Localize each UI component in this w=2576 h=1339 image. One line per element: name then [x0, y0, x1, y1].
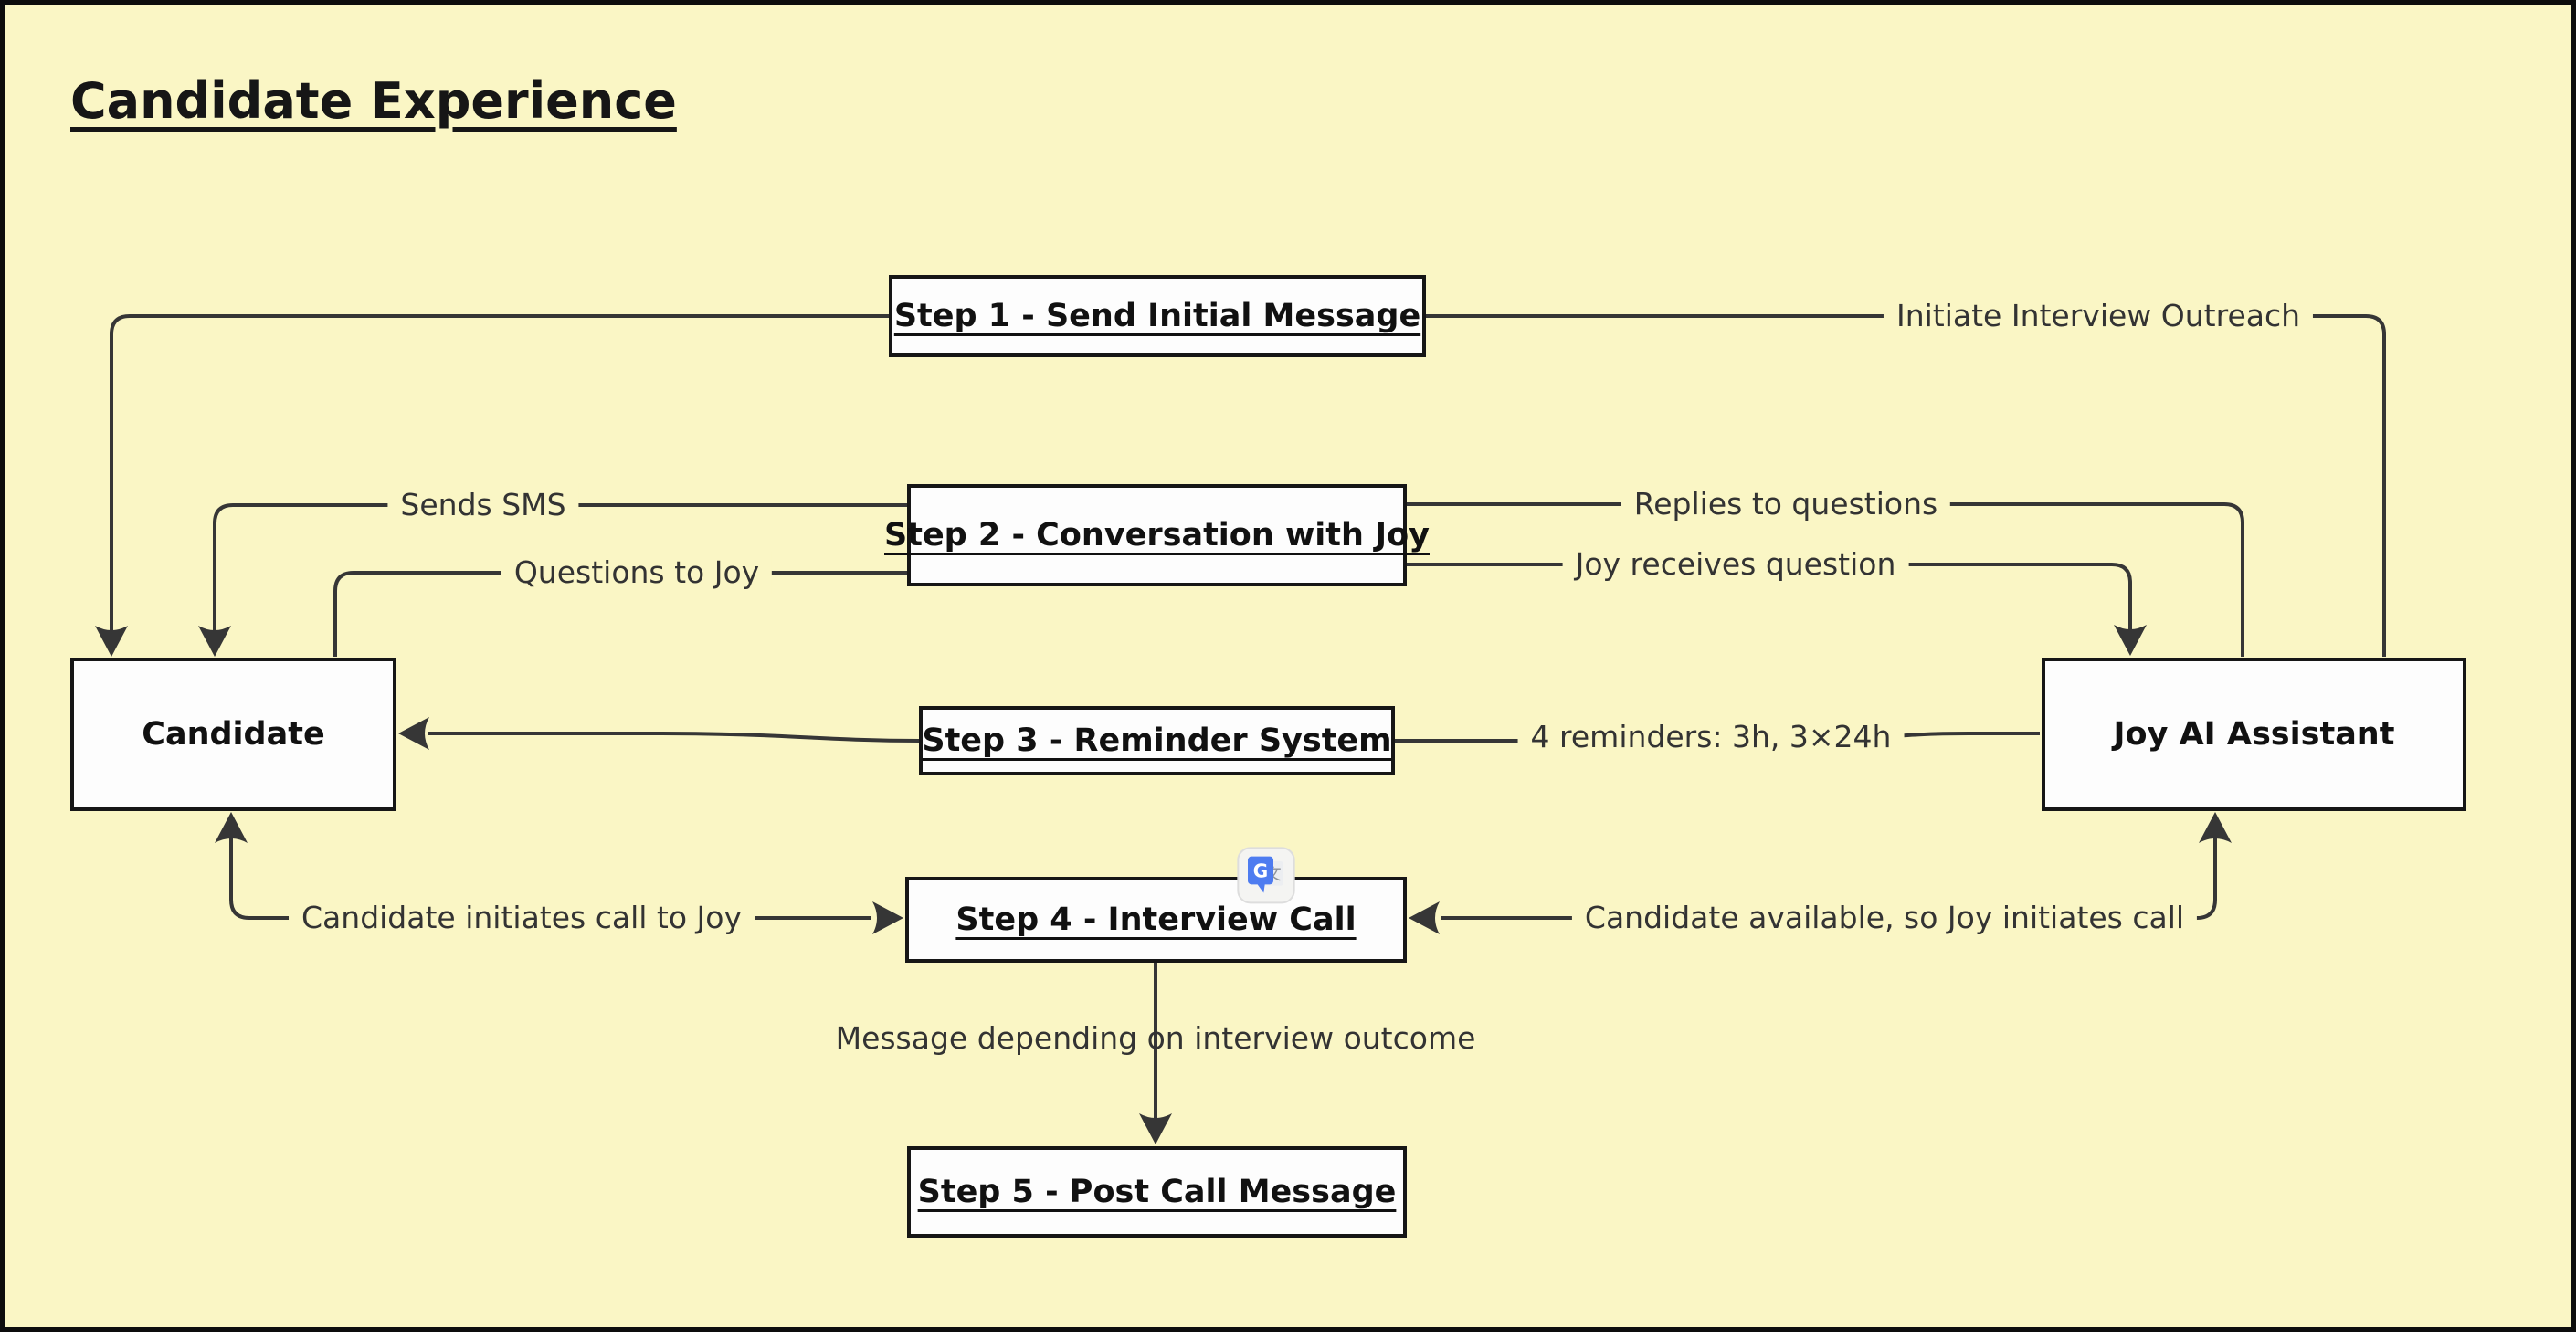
edge-candidate-step4-initiates — [229, 823, 871, 920]
edge-label-post-call-message: Message depending on interview outcome — [835, 1020, 1476, 1056]
arrowhead-into-candidate-bottom — [215, 812, 248, 843]
edge-label-questions-to-joy: Questions to Joy — [501, 552, 773, 594]
edge-step3-candidate — [428, 732, 920, 743]
edge-label-replies-to-questions: Replies to questions — [1621, 483, 1951, 525]
svg-text:G: G — [1253, 859, 1268, 881]
node-candidate-label: Candidate — [142, 716, 325, 753]
edge-label-candidate-initiates-call: Candidate initiates call to Joy — [289, 897, 755, 939]
arrowhead-into-candidate-top-1 — [95, 626, 128, 657]
edge-step2-candidate-sms — [213, 503, 907, 637]
edge-joy-step2-replies — [1407, 502, 2244, 657]
diagram-title: Candidate Experience — [70, 72, 677, 130]
node-step3: Step 3 - Reminder System — [919, 706, 1395, 775]
node-candidate: Candidate — [70, 658, 396, 811]
node-joy-ai-assistant: Joy AI Assistant — [2042, 658, 2466, 811]
edge-label-initiate-outreach: Initiate Interview Outreach — [1883, 295, 2314, 337]
arrowhead-into-candidate-top-2 — [198, 626, 231, 657]
arrowhead-into-joy-top — [2114, 625, 2147, 656]
arrowhead-into-step5-top — [1139, 1113, 1172, 1144]
node-step4: Step 4 - Interview Call — [905, 877, 1407, 963]
node-step2-label: Step 2 - Conversation with Joy — [884, 517, 1430, 554]
edge-label-reminders: 4 reminders: 3h, 3×24h — [1517, 716, 1905, 758]
node-step3-label: Step 3 - Reminder System — [922, 722, 1392, 759]
node-step1-label: Step 1 - Send Initial Message — [893, 298, 1421, 334]
arrowhead-into-joy-bottom — [2199, 812, 2232, 843]
node-joy-label: Joy AI Assistant — [2113, 716, 2395, 753]
google-translate-icon: 文 G — [1236, 847, 1296, 905]
edge-label-sends-sms: Sends SMS — [387, 484, 579, 526]
arrowhead-into-candidate-right — [398, 717, 429, 750]
node-step1: Step 1 - Send Initial Message — [889, 275, 1426, 357]
edge-label-joy-receives-question: Joy receives question — [1562, 543, 1909, 585]
node-step2: Step 2 - Conversation with Joy — [884, 484, 1430, 586]
edge-step1-candidate — [110, 314, 889, 637]
node-step4-label: Step 4 - Interview Call — [955, 901, 1357, 938]
node-step5: Step 5 - Post Call Message — [907, 1146, 1407, 1238]
edge-label-candidate-available: Candidate available, so Joy initiates ca… — [1571, 897, 2198, 939]
edge-step1-joy-outreach — [1426, 314, 2386, 657]
node-step5-label: Step 5 - Post Call Message — [917, 1174, 1397, 1210]
edge-candidate-step2-questions — [333, 571, 907, 657]
arrowhead-into-step4-right — [1409, 901, 1440, 934]
arrowhead-into-step4-left — [872, 901, 903, 934]
edge-step2-joy-receives — [1407, 563, 2132, 631]
